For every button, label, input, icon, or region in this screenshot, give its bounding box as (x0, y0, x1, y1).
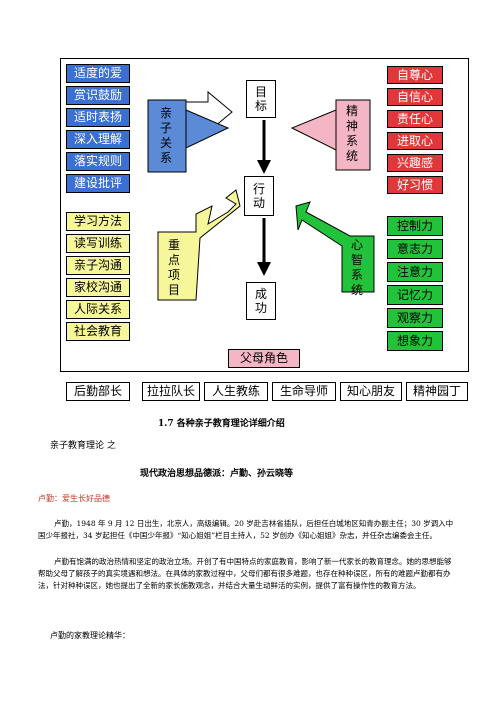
label-spirit-system: 精神系统 (345, 104, 358, 163)
target-box: 目标 (246, 80, 276, 118)
list-item: 学习方法 (66, 212, 130, 231)
list-item: 意志力 (387, 239, 443, 259)
list-item: 适时表扬 (66, 108, 130, 127)
list-item: 进取心 (387, 132, 443, 150)
role-item: 人生教练 (204, 382, 268, 401)
list-item: 观察力 (387, 308, 443, 328)
section-title: 1.7 各种亲子教育理论详细介绍 (158, 419, 285, 429)
label-mind-system: 心智系统 (350, 238, 363, 297)
role-item: 后勤部长 (66, 382, 130, 401)
list-item: 读写训练 (66, 234, 130, 253)
yellow-arrow (157, 189, 241, 301)
list-item: 控制力 (387, 216, 443, 236)
list-item: 好习惯 (387, 176, 443, 194)
paragraph-1: 卢勤，1948 年 9 月 12 日出生，北京人，高级编辑。20 岁赴吉林省插队… (38, 519, 454, 540)
role-item: 知心朋友 (340, 382, 402, 401)
intro-line: 亲子教育理论 之 (50, 441, 116, 451)
list-item: 社会教育 (66, 322, 130, 341)
list-item: 责任心 (387, 110, 443, 128)
role-item: 拉拉队长 (142, 382, 200, 401)
list-item: 家校沟通 (66, 278, 130, 297)
subtitle: 现代政治思想品德派：卢勤、孙云晓等 (140, 469, 294, 479)
role-item: 生命导师 (272, 382, 336, 401)
paragraph-2: 卢勤有饱满的政治热情和坚定的政治立场。开创了有中国特点的家庭教育，影响了新一代家… (38, 557, 452, 590)
label-parent-child: 亲子关系 (159, 106, 172, 165)
list-item: 人际关系 (66, 300, 130, 319)
list-item: 自信心 (387, 88, 443, 106)
list-item: 想象力 (387, 331, 443, 351)
list-item: 兴趣感 (387, 154, 443, 172)
name-line: 卢勤：爱生长好品德 (38, 494, 110, 503)
target-label: 目标 (254, 85, 267, 113)
green-arrow (295, 201, 375, 293)
list-item: 深入理解 (66, 130, 130, 149)
list-item: 赏识鼓励 (66, 86, 130, 105)
success-box: 成功 (246, 282, 276, 320)
parent-role-box: 父母角色 (228, 349, 300, 368)
paragraph-3: 卢勤的家教理论精华： (50, 631, 130, 640)
list-item: 适度的爱 (66, 64, 130, 83)
list-item: 自尊心 (387, 66, 443, 84)
list-item: 亲子沟通 (66, 256, 130, 275)
list-item: 记忆力 (387, 285, 443, 305)
success-label: 成功 (254, 287, 267, 315)
label-key-items: 重点项目 (167, 238, 180, 297)
list-item: 落实规则 (66, 152, 130, 171)
list-item: 注意力 (387, 262, 443, 282)
list-item: 建设批评 (66, 174, 130, 193)
action-box: 行动 (244, 176, 274, 216)
role-item: 精神园丁 (406, 382, 468, 401)
action-label: 行动 (252, 182, 265, 210)
